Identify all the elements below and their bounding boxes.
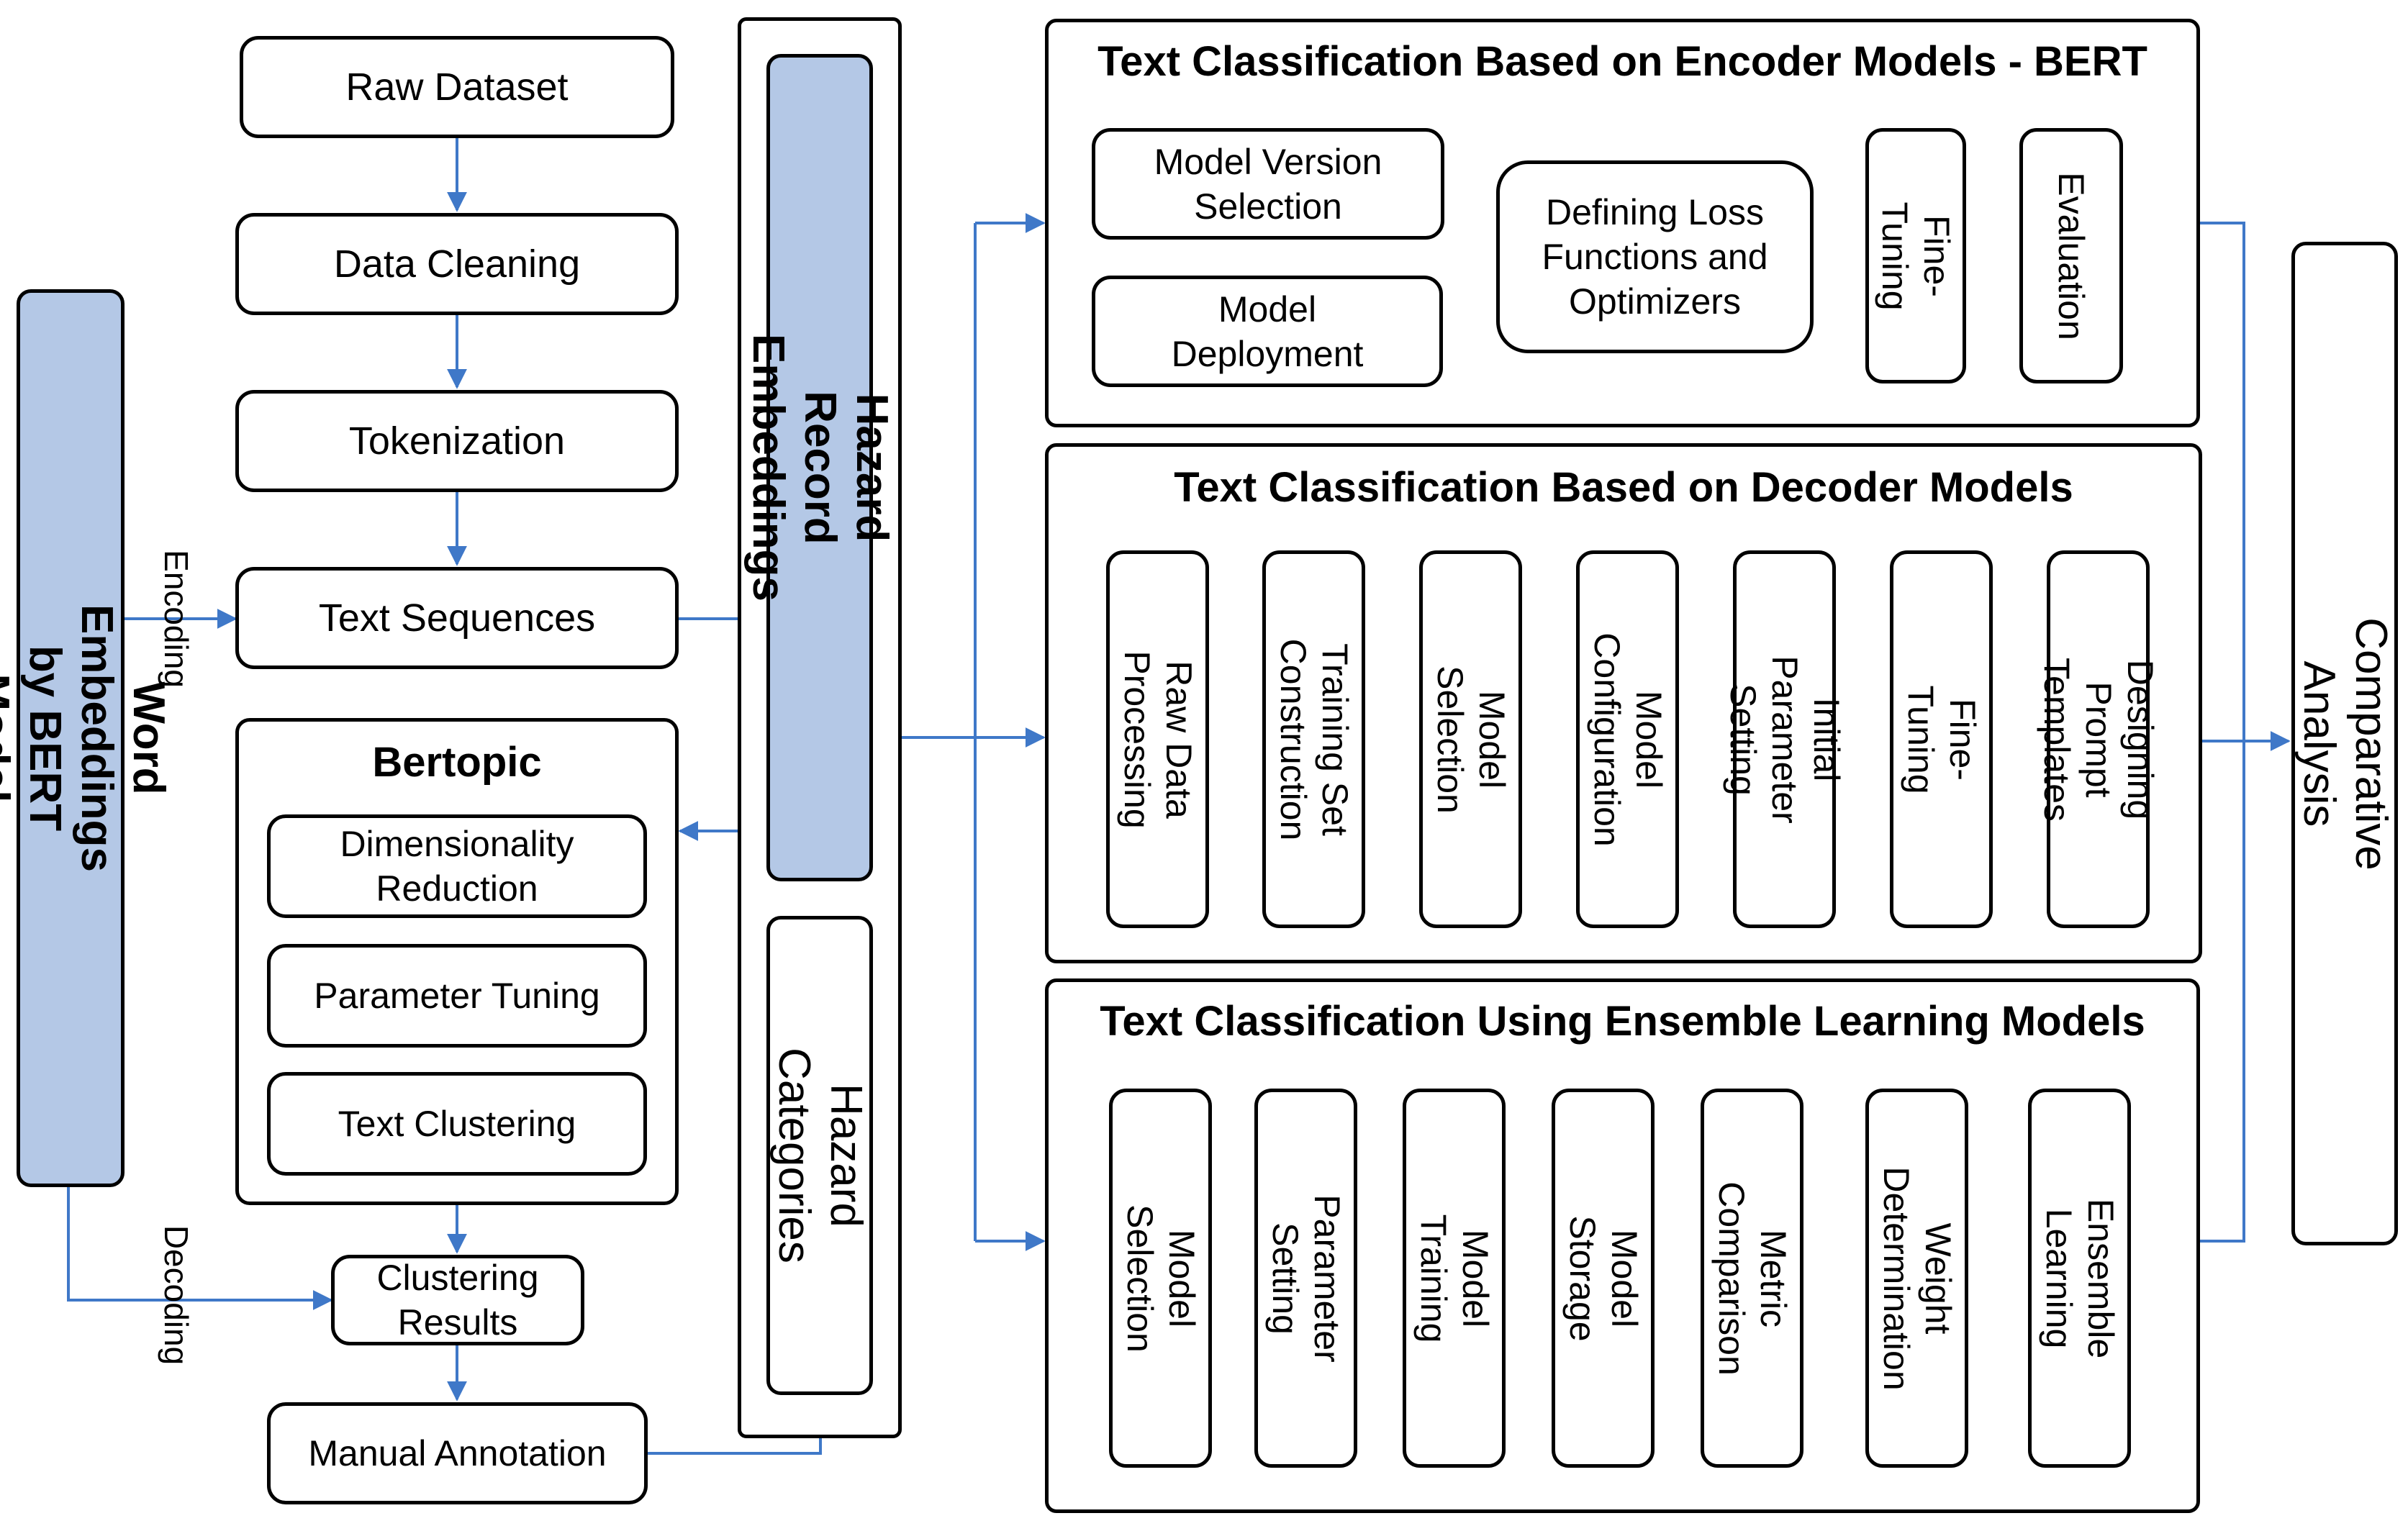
ensemble-step-3-box: Model Training <box>1403 1089 1506 1468</box>
ensemble-panel-title: Text Classification Using Ensemble Learn… <box>1100 998 2145 1045</box>
decoder-panel-title: Text Classification Based on Decoder Mod… <box>1174 464 2073 511</box>
decoder-step-2-box: Training Set Construction <box>1262 550 1365 928</box>
text-sequences-label: Text Sequences <box>318 596 596 640</box>
raw-dataset-box: Raw Dataset <box>240 36 674 138</box>
encoder-fine-tuning-box: Fine-Tuning <box>1865 128 1966 383</box>
ensemble-step-4-label: Model Storage <box>1562 1214 1644 1342</box>
model-deployment-box: Model Deployment <box>1092 276 1443 387</box>
hazard-categories-label: Hazard Categories <box>769 1048 871 1263</box>
comparative-analysis-box: Comparative Analysis <box>2291 242 2398 1245</box>
decoder-step-6-box: Fine-Tuning <box>1890 550 1993 928</box>
encoder-panel-title: Text Classification Based on Encoder Mod… <box>1097 38 2147 85</box>
model-version-selection-label: Model Version Selection <box>1154 141 1382 227</box>
decoder-step-2-label: Training Set Construction <box>1272 638 1355 840</box>
dimensionality-reduction-label: Dimensionality Reduction <box>340 824 574 909</box>
evaluation-label: Evaluation <box>2051 171 2091 340</box>
ensemble-step-5-label: Metric Comparison <box>1711 1181 1793 1376</box>
hazard-record-embeddings-label: Hazard Record Embeddings <box>743 333 897 602</box>
decoder-step-3-box: Model Selection <box>1419 550 1522 928</box>
tokenization-box: Tokenization <box>235 390 679 492</box>
hazard-categories-box: Hazard Categories <box>766 916 873 1395</box>
ensemble-step-6-label: Weight Determination <box>1875 1166 1958 1391</box>
manual-annotation-label: Manual Annotation <box>308 1433 607 1473</box>
word-embeddings-label: Word Embeddings by BERT Model <box>0 604 173 873</box>
encoder-fine-tuning-label: Fine-Tuning <box>1875 201 1957 311</box>
arrow-decoding <box>67 1187 333 1310</box>
clustering-results-label: Clustering Results <box>376 1258 539 1343</box>
parameter-tuning-box: Parameter Tuning <box>267 944 647 1048</box>
decoder-step-3-label: Model Selection <box>1429 665 1512 814</box>
ensemble-step-2-box: Parameter Setting <box>1254 1089 1357 1468</box>
decoder-step-1-box: Raw Data Processing <box>1106 550 1209 928</box>
model-deployment-label: Model Deployment <box>1171 289 1364 374</box>
arrow-encoder-to-compare <box>2196 222 2245 741</box>
comparative-analysis-label: Comparative Analysis <box>2294 617 2396 871</box>
manual-annotation-box: Manual Annotation <box>267 1402 648 1504</box>
data-cleaning-box: Data Cleaning <box>235 213 679 315</box>
tokenization-label: Tokenization <box>348 419 566 463</box>
ensemble-step-4-box: Model Storage <box>1552 1089 1655 1468</box>
ensemble-step-2-label: Parameter Setting <box>1264 1194 1347 1363</box>
parameter-tuning-label: Parameter Tuning <box>314 976 600 1016</box>
defining-loss-label: Defining Loss Functions and Optimizers <box>1542 192 1768 322</box>
encoding-label: Encoding <box>158 550 195 688</box>
text-clustering-box: Text Clustering <box>267 1072 647 1176</box>
ensemble-step-7-label: Ensemble Learning <box>2038 1198 2121 1358</box>
model-version-selection-box: Model Version Selection <box>1092 128 1444 240</box>
raw-dataset-label: Raw Dataset <box>345 65 569 109</box>
clustering-results-box: Clustering Results <box>331 1255 584 1345</box>
decoding-label: Decoding <box>158 1225 195 1366</box>
arrow-ensemble-to-compare <box>2196 741 2245 1243</box>
decoder-step-7-label: Designing Prompt Templates <box>2036 657 2160 822</box>
ensemble-step-7-box: Ensemble Learning <box>2028 1089 2131 1468</box>
ensemble-step-1-box: Model Selection <box>1109 1089 1212 1468</box>
ensemble-step-3-label: Model Training <box>1413 1214 1495 1343</box>
ensemble-step-1-label: Model Selection <box>1119 1204 1202 1353</box>
dimensionality-reduction-box: Dimensionality Reduction <box>267 814 647 918</box>
bertopic-title: Bertopic <box>372 739 542 786</box>
decoder-step-7-box: Designing Prompt Templates <box>2037 550 2160 928</box>
ensemble-step-5-box: Metric Comparison <box>1701 1089 1803 1468</box>
word-embeddings-box: Word Embeddings by BERT Model <box>0 289 173 1187</box>
data-cleaning-label: Data Cleaning <box>333 242 581 286</box>
decoder-step-1-label: Raw Data Processing <box>1116 650 1199 829</box>
decoder-step-4-label: Model Configuration <box>1586 632 1669 847</box>
ensemble-step-6-box: Weight Determination <box>1865 1089 1968 1468</box>
decoder-step-6-label: Fine-Tuning <box>1900 684 1983 794</box>
decoder-step-5-label: Initial Parameter Setting <box>1722 655 1847 824</box>
decoder-step-4-box: Model Configuration <box>1576 550 1679 928</box>
defining-loss-box: Defining Loss Functions and Optimizers <box>1496 160 1814 353</box>
hazard-record-embeddings-box: Hazard Record Embeddings <box>743 54 897 881</box>
decoder-step-5-box: Initial Parameter Setting <box>1723 550 1847 928</box>
text-clustering-label: Text Clustering <box>338 1104 576 1144</box>
text-sequences-box: Text Sequences <box>235 567 679 669</box>
evaluation-box: Evaluation <box>2019 128 2123 383</box>
